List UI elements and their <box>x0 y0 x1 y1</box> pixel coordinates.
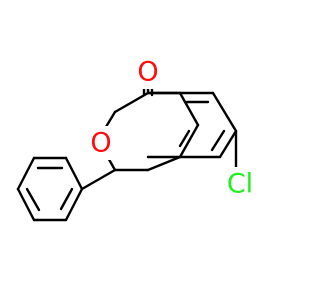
aromatic-bond <box>59 187 74 211</box>
bond <box>218 129 238 159</box>
bond <box>146 155 182 172</box>
aromatic-bond <box>25 187 41 212</box>
bond <box>178 91 200 127</box>
bond <box>211 91 238 133</box>
bond <box>178 123 200 159</box>
bond <box>16 187 36 222</box>
bond <box>80 168 117 191</box>
bond <box>16 156 36 191</box>
aromatic-bond <box>210 129 226 152</box>
molecule-drawing: O O Cl <box>16 55 265 222</box>
structure-canvas: O O Cl <box>16 55 265 222</box>
ring-oxygen-label: O <box>90 128 111 159</box>
bond <box>113 91 150 114</box>
label-mask <box>133 55 163 89</box>
label-mask <box>86 126 116 160</box>
bond <box>64 187 84 222</box>
label-mask <box>215 167 265 201</box>
aromatic-bond <box>178 129 191 148</box>
bond <box>64 156 84 191</box>
carbonyl-oxygen-label: O <box>137 57 158 88</box>
chlorine-label: Cl <box>227 169 253 200</box>
